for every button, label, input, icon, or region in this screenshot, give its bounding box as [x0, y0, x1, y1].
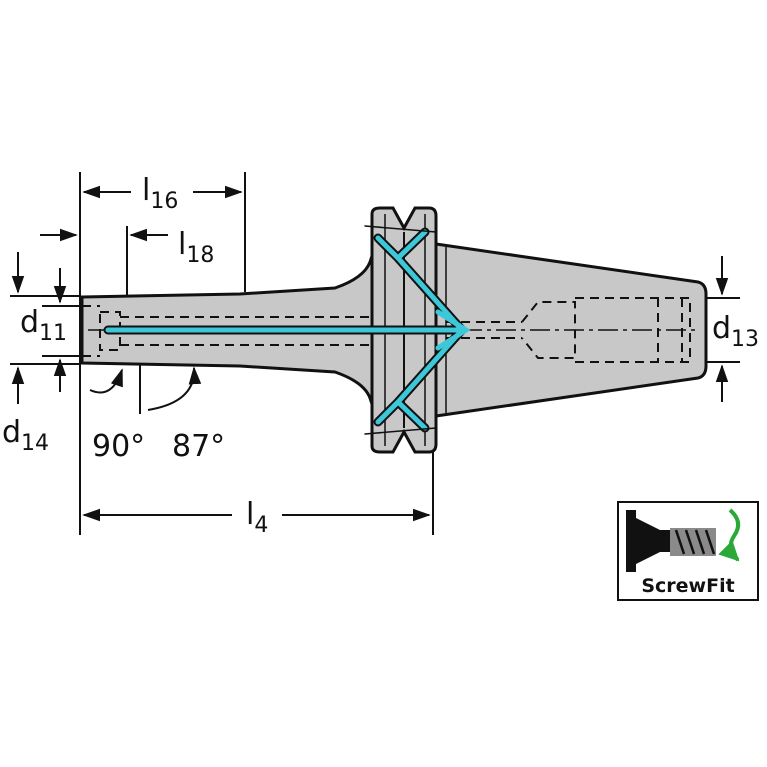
screwfit-badge: ScrewFit [617, 501, 759, 601]
label-d14: d14 [2, 415, 49, 456]
coolant-channels [103, 225, 471, 435]
label-angle-87: 87° [172, 429, 225, 464]
badge-label: ScrewFit [641, 575, 734, 597]
rotation-arrow-icon [718, 508, 741, 562]
dimension-lines [10, 172, 740, 535]
label-d13: d13 [712, 311, 759, 352]
label-angle-90: 90° [92, 429, 145, 464]
label-d11: d11 [20, 305, 67, 346]
label-l16: l16 [142, 173, 178, 214]
dimension-labels: l16 l18 l4 d11 d13 d14 90° 87° [2, 173, 759, 538]
label-l4: l4 [246, 497, 268, 538]
label-l18: l18 [178, 227, 214, 268]
screw-thread-icon [626, 510, 716, 572]
